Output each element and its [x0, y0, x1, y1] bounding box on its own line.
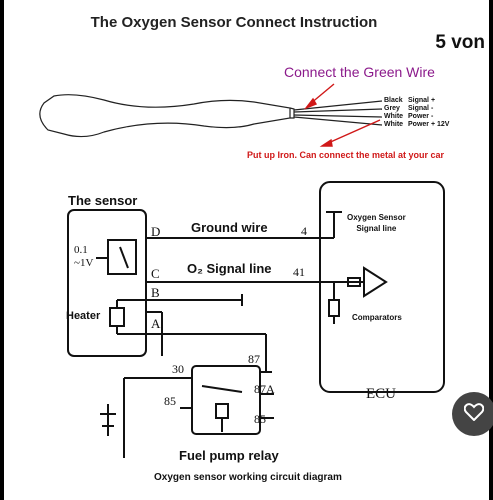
relay-title: Fuel pump relay: [179, 448, 279, 463]
wire-function: Signal +: [408, 97, 436, 104]
sensor-title: The sensor: [68, 193, 138, 208]
wire-function: Power + 12V: [408, 121, 450, 128]
ecu-signal-line-label: Oxygen Sensor Signal line: [347, 213, 406, 233]
wire-function: Power -: [408, 113, 434, 120]
fuel-pump-relay: [100, 365, 274, 458]
instruction-card: The Oxygen Sensor Connect Instruction 5 …: [4, 0, 489, 500]
pin-label: B: [151, 285, 160, 300]
heater-label: Heater: [66, 310, 101, 322]
oxygen-sensor-probe: [39, 94, 383, 138]
wire-function: Signal -: [408, 105, 434, 112]
pin-label: D: [151, 224, 161, 239]
page-indicator: 5 von: [435, 32, 485, 53]
sensor-circuit: [67, 209, 316, 372]
pin-label: A: [151, 316, 161, 331]
ecu-label: ECU: [366, 386, 396, 402]
relay-pin-label: 30: [172, 362, 184, 376]
page-title: The Oxygen Sensor Connect Instruction: [90, 14, 378, 31]
signal-line-label: O₂ Signal line: [187, 261, 272, 276]
green-wire-note: Connect the Green Wire: [284, 64, 435, 80]
favorite-button[interactable]: [452, 392, 493, 436]
heart-icon: [463, 402, 485, 426]
relay-pin-label: 87: [248, 352, 260, 366]
comparators-label: Comparators: [352, 313, 402, 322]
annotation-arrows: [303, 83, 381, 147]
wire-row: White Power + 12V: [384, 121, 449, 129]
wire-color: White: [384, 113, 404, 120]
wire-row: Black Signal +: [384, 97, 449, 105]
voltage-label: 0.1 ~1V: [74, 244, 94, 269]
diagram-caption: Oxygen sensor working circuit diagram: [154, 472, 342, 483]
ecu-circuit: [316, 181, 445, 393]
iron-note: Put up Iron. Can connect the metal at yo…: [247, 150, 445, 160]
wire-color: Black: [384, 97, 403, 104]
ground-pin-label: 4: [301, 224, 307, 238]
relay-pin-label: 87A: [254, 382, 275, 396]
wire-row: Grey Signal -: [384, 105, 449, 113]
wire-row: White Power -: [384, 113, 449, 121]
wire-color: Grey: [384, 105, 400, 112]
relay-pin-label: 85: [254, 412, 266, 426]
relay-pin-label: 85: [164, 394, 176, 408]
pin-label: C: [151, 266, 160, 281]
wiring-diagram: [39, 83, 445, 458]
signal-pin-label: 41: [293, 265, 305, 279]
ground-wire-label: Ground wire: [191, 220, 268, 235]
wire-color: White: [384, 121, 404, 128]
